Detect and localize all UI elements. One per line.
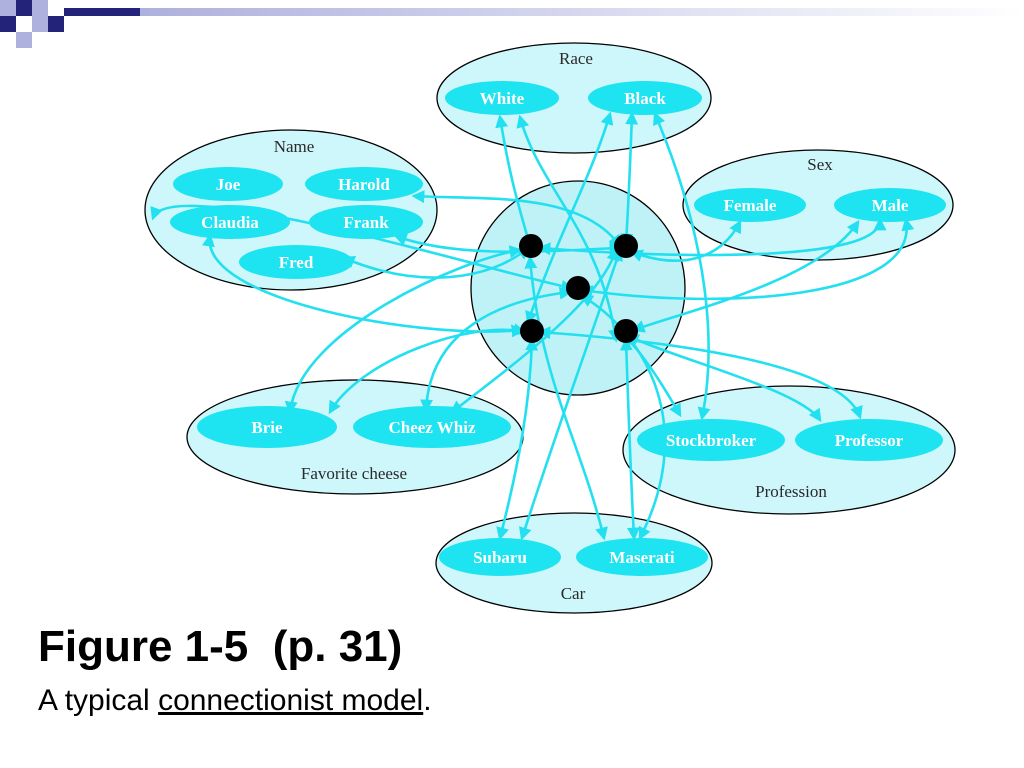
- unit-fred: [239, 245, 353, 279]
- unit-female: [694, 188, 806, 222]
- slide-title: Figure 1-5 (p. 31): [38, 622, 403, 671]
- unit-claudia: [170, 205, 290, 239]
- hidden-unit: [566, 276, 590, 300]
- unit-label-frank: Frank: [343, 213, 389, 232]
- hidden-unit: [614, 319, 638, 343]
- unit-frank: [309, 205, 423, 239]
- unit-maserati: [576, 538, 708, 576]
- unit-professor: [795, 419, 943, 461]
- unit-label-fred: Fred: [279, 253, 314, 272]
- unit-label-cheez-whiz: Cheez Whiz: [388, 418, 475, 437]
- unit-black: [588, 81, 702, 115]
- car-label: Car: [561, 584, 586, 603]
- sex-label: Sex: [807, 155, 833, 174]
- unit-label-joe: Joe: [216, 175, 241, 194]
- unit-label-claudia: Claudia: [201, 213, 259, 232]
- unit-stockbroker: [637, 419, 785, 461]
- unit-brie: [197, 406, 337, 448]
- unit-label-professor: Professor: [835, 431, 904, 450]
- hidden-unit: [519, 234, 543, 258]
- unit-label-brie: Brie: [251, 418, 283, 437]
- unit-label-maserati: Maserati: [609, 548, 674, 567]
- unit-label-subaru: Subaru: [473, 548, 527, 567]
- connectionist-diagram: Race Name Sex Favorite cheese Profession…: [144, 42, 956, 614]
- hidden-unit: [614, 234, 638, 258]
- unit-label-black: Black: [624, 89, 666, 108]
- unit-label-harold: Harold: [338, 175, 390, 194]
- unit-cheez-whiz: [353, 406, 511, 448]
- slide-subtitle: A typical connectionist model.: [38, 684, 432, 718]
- unit-label-white: White: [480, 89, 525, 108]
- connections: [150, 111, 915, 541]
- cheese-label: Favorite cheese: [301, 464, 407, 483]
- unit-white: [445, 81, 559, 115]
- hidden-unit: [520, 319, 544, 343]
- unit-harold: [305, 167, 423, 201]
- unit-label-stockbroker: Stockbroker: [666, 431, 757, 450]
- connectionist-model-link[interactable]: connectionist model: [158, 684, 424, 717]
- unit-subaru: [439, 538, 561, 576]
- subtitle-suffix: .: [423, 684, 432, 717]
- unit-label-female: Female: [724, 196, 777, 215]
- unit-male: [834, 188, 946, 222]
- profession-label: Profession: [755, 482, 827, 501]
- hidden-units: [519, 234, 638, 343]
- race-label: Race: [559, 49, 593, 68]
- name-label: Name: [274, 137, 315, 156]
- unit-label-male: Male: [872, 196, 909, 215]
- subtitle-prefix: A typical: [38, 684, 159, 717]
- slide-decoration: [0, 0, 1024, 48]
- unit-joe: [173, 167, 283, 201]
